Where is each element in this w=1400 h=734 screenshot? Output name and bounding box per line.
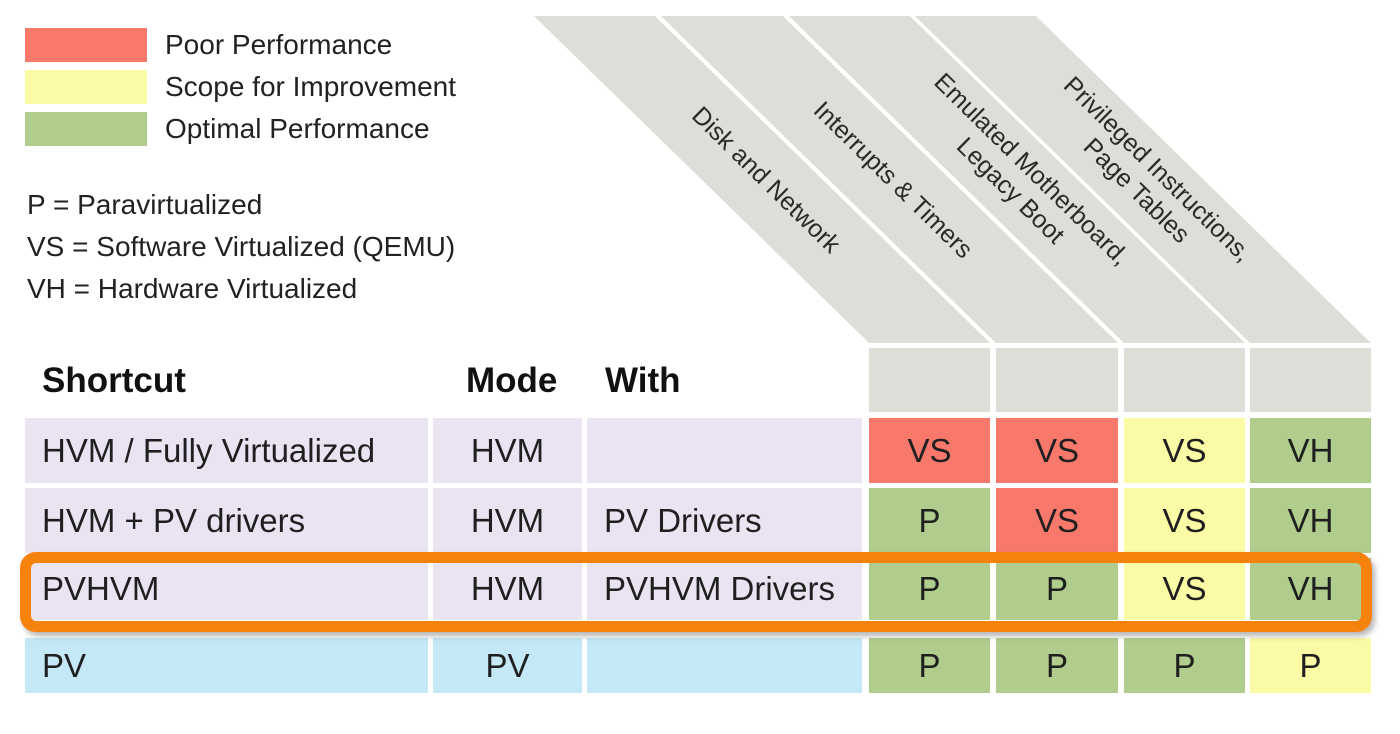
abbreviation-line-vs: VS = Software Virtualized (QEMU) [27, 231, 456, 262]
matrix-cell: VH [1250, 558, 1371, 620]
shortcut-cell: HVM / Fully Virtualized [25, 418, 428, 483]
column-header-stub-4 [1250, 348, 1371, 412]
highlight-border-pvhvm-row [20, 552, 1372, 632]
matrix-cell: P [869, 558, 990, 620]
matrix-header-shortcut: Shortcut [42, 361, 186, 400]
matrix-cell: P [869, 488, 990, 553]
matrix-cell: VS [996, 418, 1118, 483]
legend-item-optimal: Optimal Performance [25, 112, 430, 146]
matrix-cell: VS [1124, 558, 1245, 620]
with-cell: PV Drivers [587, 488, 862, 553]
with-cell [587, 418, 862, 483]
matrix-cell: VS [996, 488, 1118, 553]
matrix-cell: VH [1250, 488, 1371, 553]
column-header-stub-3 [1124, 348, 1245, 412]
shortcut-cell: HVM + PV drivers [25, 488, 428, 553]
column-header-stub-1 [869, 348, 990, 412]
legend-item-improve: Scope for Improvement [25, 70, 456, 104]
abbreviation-key: P = Paravirtualized VS = Software Virtua… [27, 184, 455, 310]
matrix-header-mode: Mode [466, 361, 558, 400]
legend-label-poor: Poor Performance [165, 29, 393, 60]
legend-swatch-optimal [25, 112, 147, 146]
mode-cell: PV [433, 638, 582, 693]
abbreviation-line-vh: VH = Hardware Virtualized [27, 273, 358, 304]
legend-swatch-poor [25, 28, 147, 62]
legend-label-improve: Scope for Improvement [165, 71, 457, 102]
abbreviation-line-p: P = Paravirtualized [27, 189, 263, 220]
legend-swatch-improve [25, 70, 147, 104]
matrix-cell: VS [1124, 488, 1245, 553]
matrix-cell: VS [1124, 418, 1245, 483]
column-header-stub-2 [996, 348, 1118, 412]
matrix-cell: P [1250, 638, 1371, 693]
legend-item-poor: Poor Performance [25, 28, 392, 62]
legend-label-optimal: Optimal Performance [165, 113, 430, 144]
mode-cell: HVM [433, 418, 582, 483]
matrix-cell: P [996, 638, 1118, 693]
with-cell [587, 638, 862, 693]
with-cell: PVHVM Drivers [587, 558, 862, 620]
matrix-cell: VS [869, 418, 990, 483]
matrix-cell: P [1124, 638, 1245, 693]
matrix-cell: P [869, 638, 990, 693]
mode-cell: HVM [433, 558, 582, 620]
matrix-header-with: With [605, 361, 681, 400]
shortcut-cell: PVHVM [25, 558, 428, 620]
mode-cell: HVM [433, 488, 582, 553]
matrix-cell: P [996, 558, 1118, 620]
shortcut-cell: PV [25, 638, 428, 693]
matrix-cell: VH [1250, 418, 1371, 483]
